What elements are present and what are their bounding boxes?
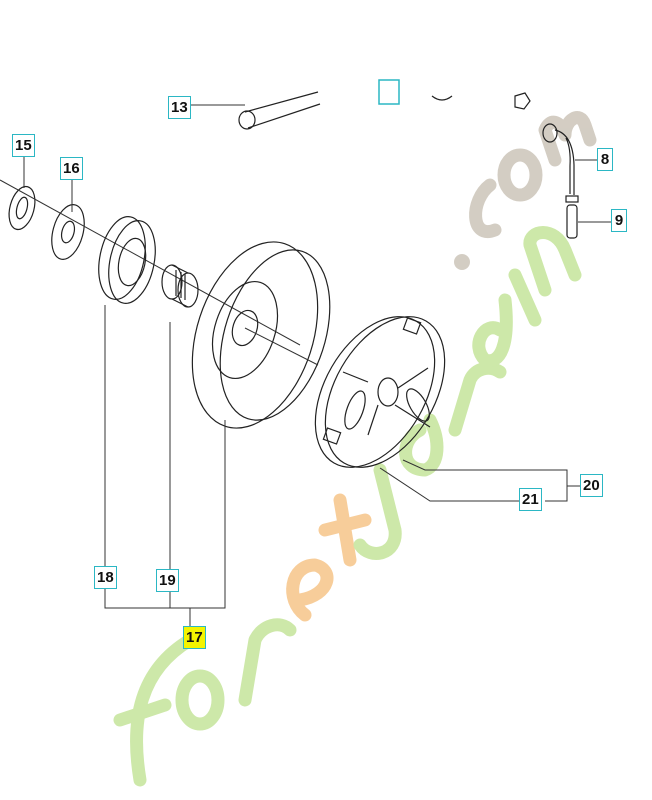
- hose-part: [542, 123, 579, 239]
- callout-20[interactable]: 20: [580, 474, 603, 497]
- leader-lines: [23, 104, 612, 626]
- callout-19[interactable]: 19: [156, 569, 179, 592]
- watermark-logo: [113, 111, 597, 787]
- circlip-part: [8, 185, 36, 231]
- callout-9[interactable]: 9: [611, 209, 627, 232]
- clutch-drum-part: [191, 241, 331, 429]
- pin-part: [238, 91, 321, 130]
- washer-part: [51, 204, 85, 260]
- sprocket-part: [98, 216, 156, 304]
- cut-off-label: [378, 79, 400, 105]
- needle-bearing-part: [161, 264, 199, 308]
- callout-21[interactable]: 21: [519, 488, 542, 511]
- callout-16[interactable]: 16: [60, 157, 83, 180]
- callout-13[interactable]: 13: [168, 96, 191, 119]
- nut-part: [431, 92, 531, 110]
- axis-line: [0, 179, 301, 346]
- callout-15[interactable]: 15: [12, 134, 35, 157]
- callout-8[interactable]: 8: [597, 148, 613, 171]
- callout-17-highlighted[interactable]: 17: [183, 626, 206, 649]
- clutch-part: [314, 316, 446, 468]
- callout-18[interactable]: 18: [94, 566, 117, 589]
